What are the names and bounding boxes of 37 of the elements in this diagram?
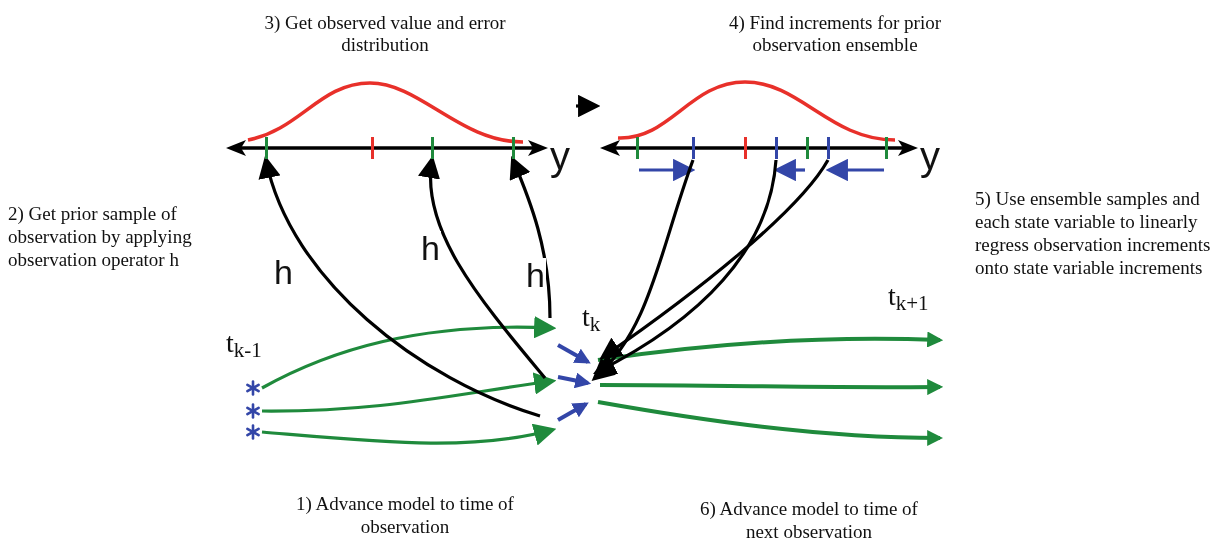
step-text: 1) Advance model to time of observation <box>295 492 515 538</box>
time-label: t$_{k-1}$ <box>226 328 262 358</box>
tick-mark <box>774 137 778 159</box>
tick-mark <box>264 137 268 159</box>
arrow <box>261 423 557 445</box>
tick-mark <box>826 137 830 159</box>
step-text: 5) Use ensemble samples and each state variable to linearly regress observation increments onto state variable increments <box>975 187 1212 279</box>
asterisk-mark <box>245 424 261 440</box>
tick-mark <box>511 137 515 159</box>
step-text: 6) Advance model to time of next observation <box>699 497 919 543</box>
arrow <box>509 155 552 319</box>
tick-mark <box>430 137 434 159</box>
arrow <box>259 155 541 418</box>
step-text: 2) Get prior sample of observation by applying observation operator h <box>8 202 193 271</box>
axis-label: y <box>920 136 940 176</box>
tick-mark <box>691 137 695 159</box>
tick-mark <box>805 137 809 159</box>
tick-mark <box>743 137 747 159</box>
arrow <box>639 158 696 182</box>
arrow <box>262 372 557 413</box>
step-text: 3) Get observed value and error distribution <box>263 12 507 56</box>
tick-mark <box>884 137 888 159</box>
arrow <box>599 159 830 360</box>
arrow <box>261 316 557 390</box>
arrow <box>591 159 695 382</box>
arrow <box>593 159 778 375</box>
step-text: 4) Find increments for prior observation ensemble <box>727 12 943 56</box>
arrow <box>825 158 884 182</box>
tick-mark <box>635 137 639 159</box>
time-label: t$_{k+1}$ <box>888 281 929 311</box>
axis-label: y <box>550 136 570 176</box>
time-label: t$_{k}$ <box>582 302 601 332</box>
tick-mark <box>370 137 374 159</box>
arrow <box>773 158 805 182</box>
asterisk-mark <box>245 380 261 396</box>
asterisk-mark <box>245 403 261 419</box>
arrow <box>576 94 601 118</box>
